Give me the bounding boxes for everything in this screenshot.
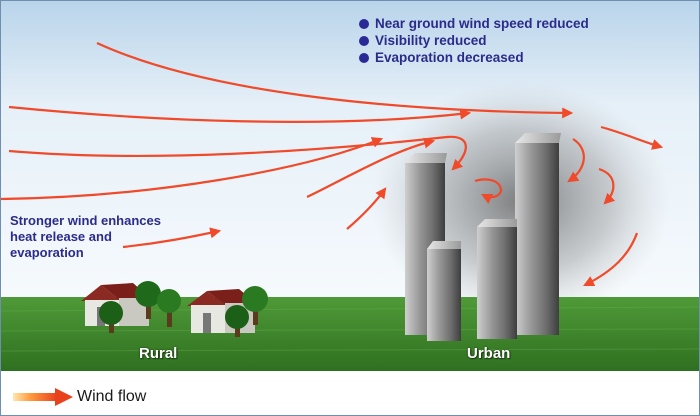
wind-flow-arrow-icon	[13, 388, 73, 406]
note-line: Stronger wind enhances	[10, 213, 161, 228]
rural-trees	[99, 281, 268, 337]
wind-arrows	[1, 42, 664, 286]
rural-wind-note: Stronger wind enhances heat release and …	[10, 213, 161, 261]
note-line: heat release and	[10, 229, 112, 244]
urban-towers	[405, 133, 561, 341]
effect-text: Near ground wind speed reduced	[375, 16, 589, 31]
effect-text: Visibility reduced	[375, 33, 487, 48]
urban-label: Urban	[467, 345, 511, 362]
bullet-icon	[359, 35, 369, 46]
effect-item: Evaporation decreased	[359, 49, 589, 66]
effect-text: Evaporation decreased	[375, 50, 524, 65]
legend: Wind flow	[13, 387, 146, 407]
bullet-icon	[359, 52, 369, 63]
rural-label: Rural	[139, 345, 178, 362]
legend-label: Wind flow	[77, 388, 147, 405]
bullet-icon	[359, 18, 369, 29]
effect-item: Near ground wind speed reduced	[359, 15, 589, 32]
diagram-scene	[1, 1, 699, 371]
effect-item: Visibility reduced	[359, 32, 589, 49]
note-line: evaporation	[10, 245, 84, 260]
urban-effects-list: Near ground wind speed reduced Visibilit…	[359, 15, 589, 66]
